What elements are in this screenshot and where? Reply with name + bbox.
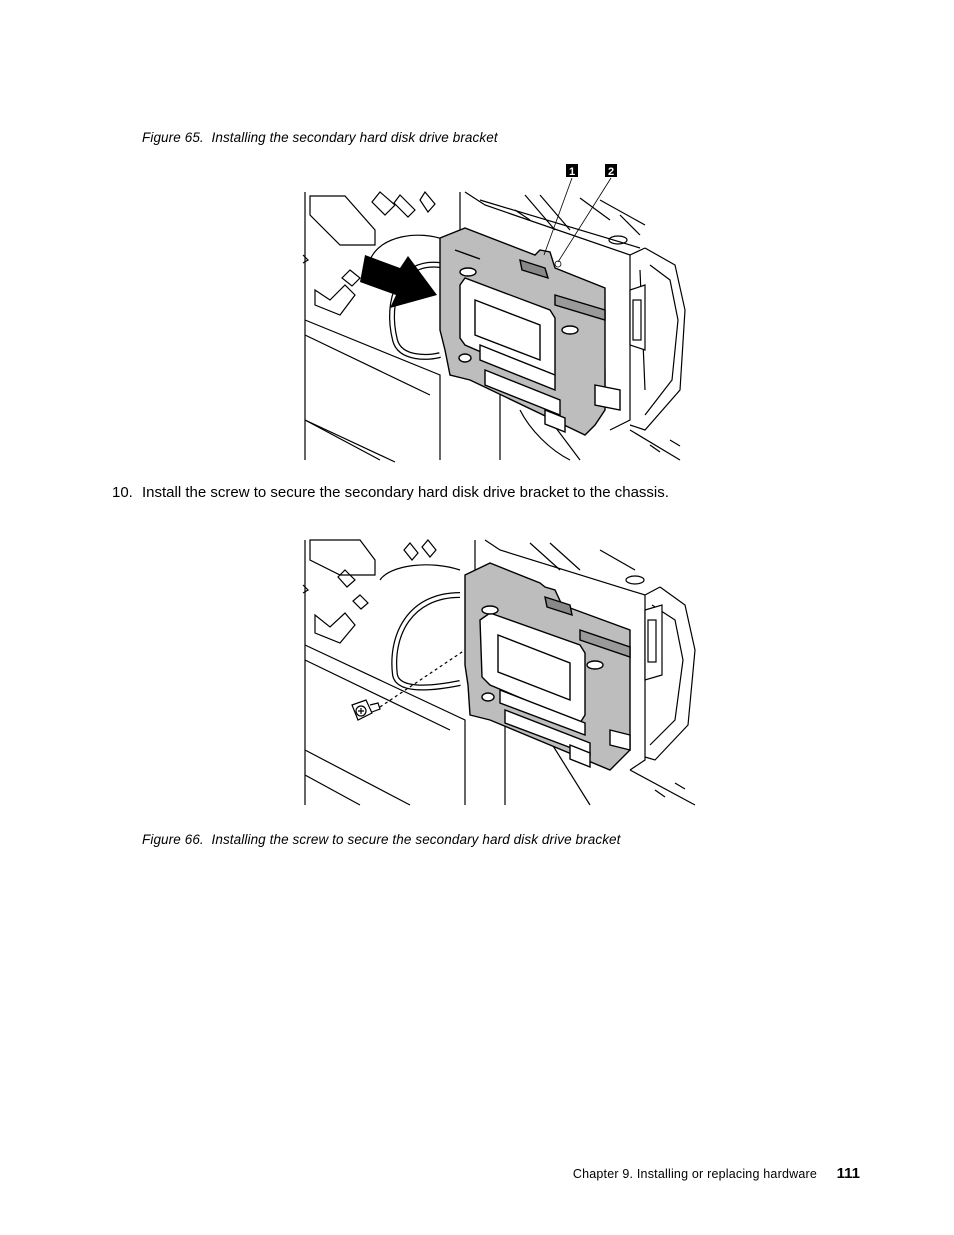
page-footer: Chapter 9. Installing or replacing hardw… <box>0 1165 954 1185</box>
figure-65-title: Installing the secondary hard disk drive… <box>211 130 498 145</box>
step-10: 10. Install the screw to secure the secon… <box>112 484 669 501</box>
figure-66-caption: Figure 66. Installing the screw to secur… <box>142 832 621 847</box>
callout-1: 1 <box>569 166 575 178</box>
callout-2: 2 <box>608 166 614 178</box>
step-10-number: 10. <box>112 484 133 501</box>
footer-chapter-title: Chapter 9. Installing or replacing hardw… <box>572 1167 817 1181</box>
figure-65-illustration: 1 2 <box>302 164 686 463</box>
figure-66-title: Installing the screw to secure the secon… <box>211 832 621 847</box>
step-10-text: Install the screw to secure the secondar… <box>142 484 669 501</box>
figure-65-label: Figure 65. <box>142 130 204 145</box>
figure-66-illustration <box>302 539 696 806</box>
page-number: 111 <box>836 1165 860 1182</box>
figure-65-caption: Figure 65. Installing the secondary hard… <box>142 130 498 145</box>
figure-66-label: Figure 66. <box>142 832 204 847</box>
